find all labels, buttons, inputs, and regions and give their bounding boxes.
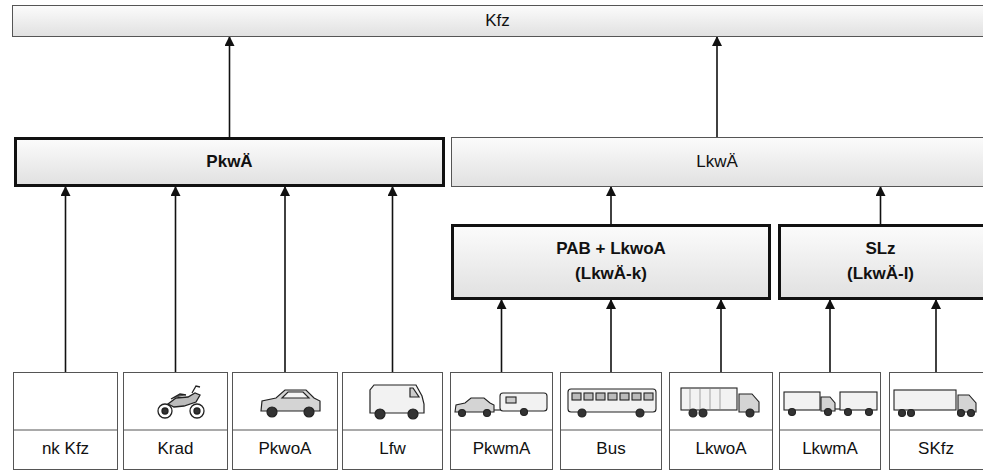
node-label: nk Kfz bbox=[42, 429, 89, 469]
node-label: PkwÄ bbox=[206, 150, 252, 175]
arrow-connector bbox=[720, 300, 722, 372]
vehicle-cell: PkwmA bbox=[450, 372, 553, 470]
class-box: SLz(LkwÄ-l) bbox=[778, 224, 983, 300]
arrow-connector bbox=[610, 187, 612, 224]
truck-icon bbox=[681, 388, 759, 417]
node-label: Bus bbox=[596, 429, 625, 469]
arrow-connector bbox=[65, 187, 67, 372]
node-label: SLz bbox=[865, 237, 895, 262]
arrow-connector bbox=[880, 187, 882, 224]
vehicle-cell: LkwoA bbox=[669, 372, 773, 470]
root-band: Kfz bbox=[12, 5, 983, 37]
node-label: LkwoA bbox=[695, 429, 746, 469]
vehicle-cell: PkwoA bbox=[232, 372, 338, 470]
arrow-connector bbox=[610, 300, 612, 372]
vehicle-cell: Krad bbox=[123, 372, 228, 470]
vehicle-cell: Bus bbox=[560, 372, 662, 470]
node-label: Lfw bbox=[379, 429, 405, 469]
group-box: PkwÄ bbox=[14, 137, 445, 187]
arrow-connector bbox=[716, 37, 718, 137]
node-label: Kfz bbox=[485, 9, 510, 34]
cell-dividers bbox=[13, 430, 983, 431]
arrow-connector bbox=[229, 37, 231, 137]
vehicle-cell: Lfw bbox=[342, 372, 443, 470]
node-label: LkwÄ bbox=[696, 150, 738, 175]
arrow-connector bbox=[175, 187, 177, 372]
arrow-connector bbox=[284, 187, 286, 372]
node-label: SKfz bbox=[918, 429, 954, 469]
vehicle-cell: nk Kfz bbox=[13, 372, 118, 470]
node-label: PkwoA bbox=[259, 429, 312, 469]
node-label: PAB + LkwoA bbox=[556, 237, 666, 262]
group-box: LkwÄ bbox=[451, 137, 983, 187]
node-label: Krad bbox=[158, 429, 194, 469]
node-label: LkwmA bbox=[802, 429, 858, 469]
arrow-connector bbox=[392, 187, 394, 372]
node-label: PkwmA bbox=[473, 429, 531, 469]
car-with-trailer-icon bbox=[455, 393, 547, 417]
van-icon bbox=[370, 385, 424, 419]
motorcycle-icon bbox=[158, 386, 204, 418]
arrow-connector bbox=[829, 300, 831, 372]
car-icon bbox=[261, 390, 320, 417]
vehicle-cell: LkwmA bbox=[779, 372, 881, 470]
semitrailer-icon bbox=[894, 390, 976, 417]
node-label: (LkwÄ-l) bbox=[847, 262, 914, 287]
bus-icon bbox=[568, 389, 656, 417]
node-label: (LkwÄ-k) bbox=[575, 262, 647, 287]
arrow-connector bbox=[935, 300, 937, 372]
vehicle-cell: SKfz bbox=[889, 372, 983, 470]
class-box: PAB + LkwoA(LkwÄ-k) bbox=[451, 224, 771, 300]
arrow-connector bbox=[501, 300, 503, 372]
truck-with-trailer-icon bbox=[784, 392, 877, 416]
